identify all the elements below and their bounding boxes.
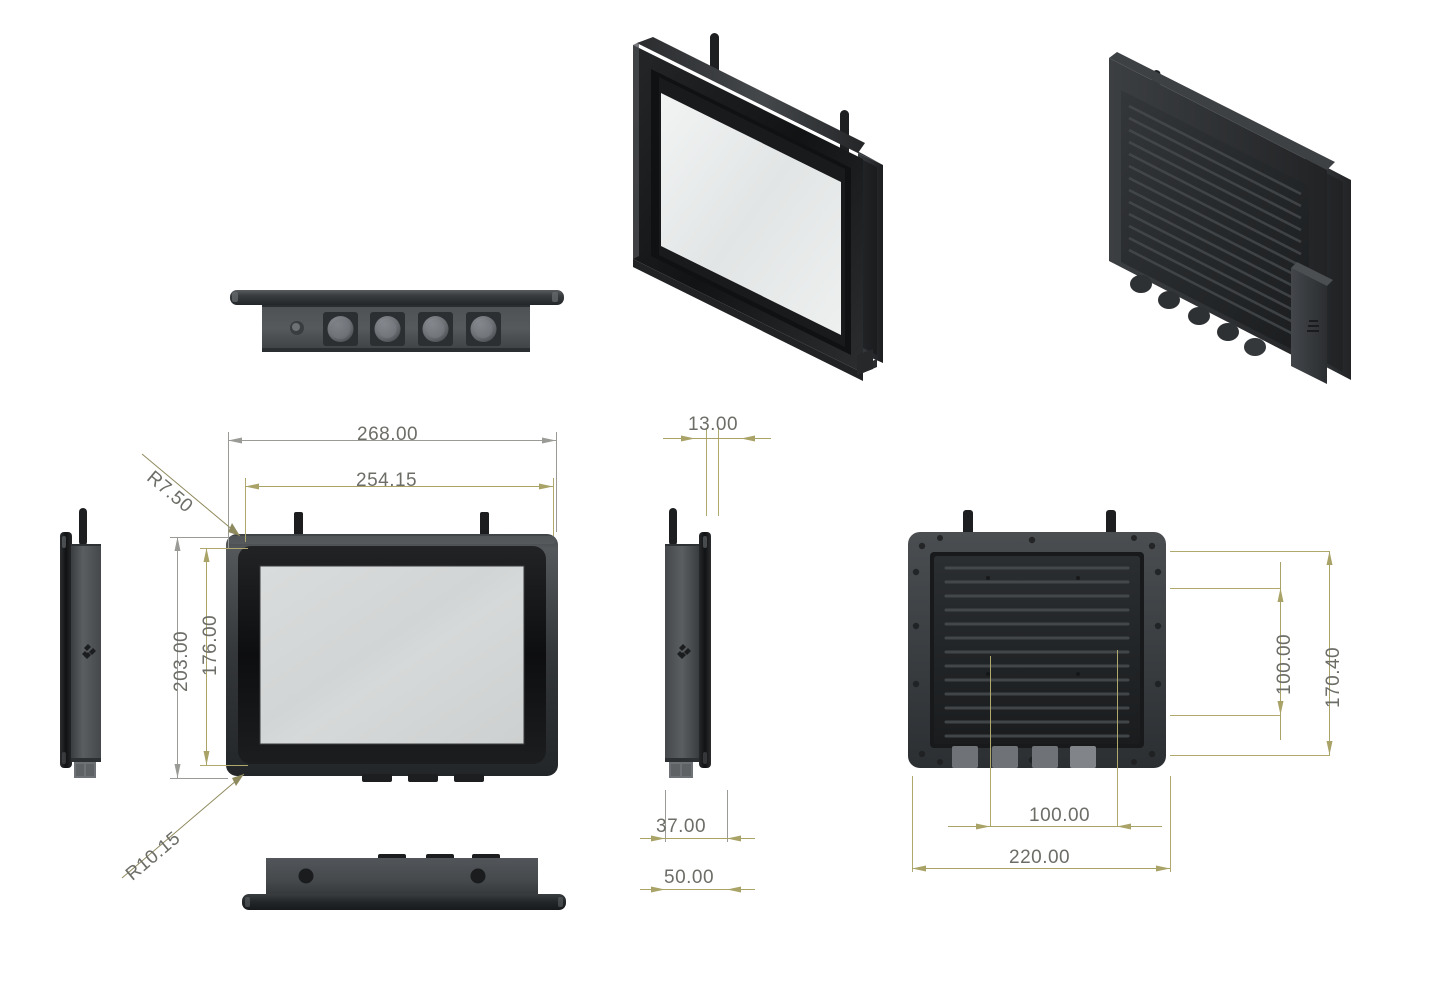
- dim-arrows-203: [174, 537, 181, 778]
- dim-line-v100: [1280, 562, 1281, 740]
- dim-line-220: [912, 868, 1170, 869]
- iso-front-view: [615, 25, 925, 400]
- bottom-connector-view: [222, 280, 572, 362]
- ext-line-268-right: [556, 432, 557, 532]
- dim-line-170: [1329, 551, 1330, 755]
- iso-rear-view: [1095, 28, 1385, 400]
- ext-line-h100-left: [990, 656, 991, 826]
- ext-line-203-bot: [170, 778, 228, 779]
- dim-line-203: [177, 537, 178, 778]
- dim-line-h100: [948, 826, 1162, 827]
- dim-arrows-254: [245, 483, 553, 490]
- front-elevation-view: [222, 508, 562, 798]
- dim-label-vesa-vertical: 100.00: [1274, 633, 1295, 695]
- dim-line-268: [228, 440, 556, 441]
- ext-line-37-left: [665, 790, 666, 842]
- ext-line-203-top: [170, 537, 228, 538]
- ext-line-v100-top: [1170, 588, 1280, 589]
- dim-label-body-depth: 37.00: [656, 816, 707, 837]
- ext-line-13-left: [706, 428, 707, 516]
- dim-line-176: [206, 548, 207, 765]
- ext-line-254-right: [553, 478, 554, 536]
- dim-label-bezel-width: 254.15: [356, 470, 418, 491]
- leader-line-r10-15: [121, 773, 245, 879]
- ext-line-220-left: [912, 776, 913, 872]
- dim-label-total-depth: 50.00: [664, 867, 715, 888]
- ext-line-h100-right: [1117, 650, 1118, 826]
- dim-arrows-170: [1326, 551, 1333, 755]
- dim-arrows-h100: [976, 823, 1131, 830]
- ext-line-170-top: [1170, 551, 1330, 552]
- dim-arrows-268: [228, 437, 556, 444]
- dim-label-bezel-height: 176.00: [200, 614, 221, 676]
- dim-arrows-v100: [1277, 588, 1284, 715]
- dim-line-37: [640, 838, 755, 839]
- dim-label-mount-height: 170.40: [1323, 646, 1344, 708]
- dim-label-overall-height: 203.00: [171, 630, 192, 692]
- ext-line-170-bot: [1170, 755, 1330, 756]
- ext-line-v100-bot: [1170, 715, 1280, 716]
- right-side-view: [655, 508, 717, 798]
- dim-arrows-220: [912, 865, 1170, 872]
- dim-line-13: [663, 438, 771, 439]
- ext-line-176-bot: [200, 765, 248, 766]
- dim-arrows-50: [651, 886, 741, 893]
- ext-line-268-left: [228, 432, 229, 548]
- ext-line-220-right: [1170, 776, 1171, 872]
- ext-line-37-right: [727, 790, 728, 842]
- rear-elevation-view: [900, 508, 1250, 798]
- dim-arrows-176: [203, 548, 210, 765]
- ext-line-13-right: [718, 428, 719, 516]
- leader-line-r7-50: [141, 453, 241, 537]
- left-side-view: [58, 508, 118, 798]
- top-elevation-view: [240, 838, 570, 916]
- ext-line-176-top: [200, 548, 248, 549]
- dim-line-254: [245, 486, 553, 487]
- dim-arrows-37: [651, 835, 741, 842]
- ext-line-254-left: [245, 478, 246, 542]
- dim-label-front-bezel-depth: 13.00: [688, 414, 739, 435]
- dim-label-overall-width: 268.00: [357, 424, 419, 445]
- dim-arrows-13: [681, 435, 755, 442]
- dim-label-vesa-horizontal: 100.00: [1029, 805, 1091, 826]
- dim-line-50: [640, 889, 755, 890]
- dim-label-mount-width: 220.00: [1009, 847, 1071, 868]
